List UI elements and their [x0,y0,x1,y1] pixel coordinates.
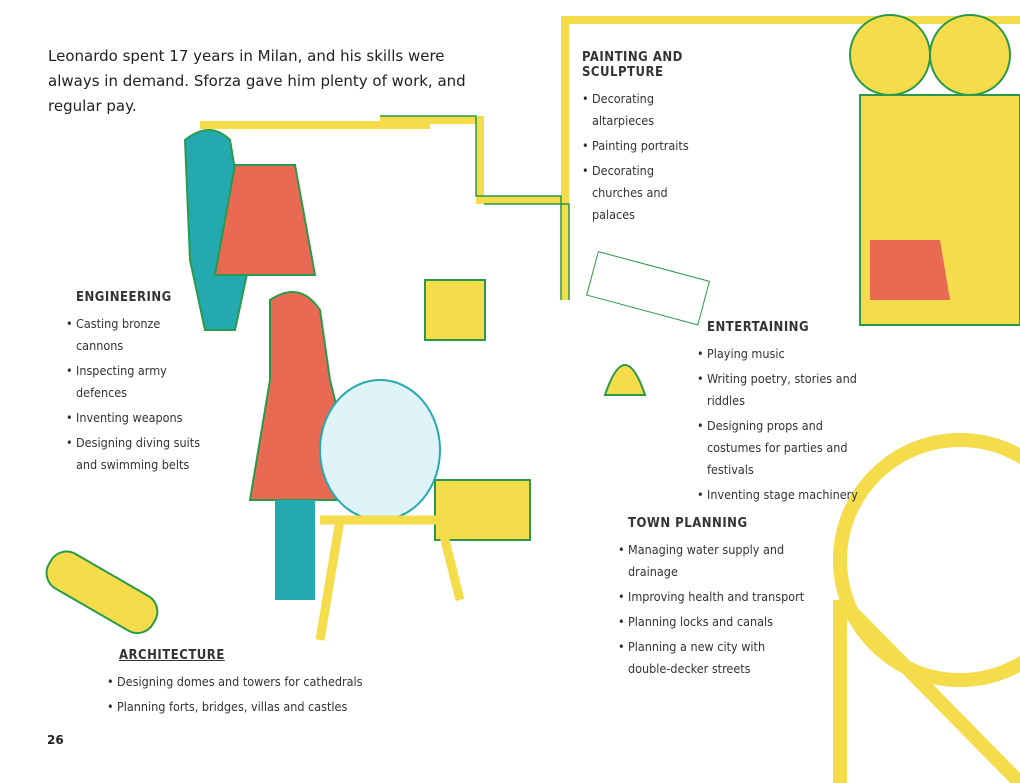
gear-icon [929,14,1011,96]
horse-statue [870,240,950,300]
cannon [45,550,159,635]
list-item: Managing water supply and drainage [618,539,808,583]
list-item: Designing props and costumes for parties… [697,415,872,481]
table [315,515,465,641]
list-item: Inventing stage machinery [697,484,872,506]
section-painting: PAINTING AND SCULPTURE Decorating altarp… [582,50,692,229]
section-architecture: ARCHITECTURE Designing domes and towers … [107,648,407,721]
list-item: Planning locks and canals [618,611,808,633]
costume [213,164,317,276]
pipes-outline [380,115,570,300]
list-item: Improving health and transport [618,586,808,608]
drawing-paper [586,251,711,326]
list-item: Inspecting army defences [66,360,206,404]
list-item: Writing poetry, stories and riddles [697,368,872,412]
gear-icon [849,14,931,96]
pipes [200,16,1020,300]
list-item: Designing diving suits and swimming belt… [66,432,206,476]
section-entertaining: ENTERTAINING Playing music Writing poetr… [697,320,872,509]
section-engineering: ENGINEERING Casting bronze cannons Inspe… [66,290,206,479]
section-title: ENGINEERING [76,290,172,305]
wheel [833,433,1020,687]
page-number: 26 [47,733,64,747]
cylinder [424,279,486,341]
list-item: Planning forts, bridges, villas and cast… [107,696,407,718]
list-item: Decorating altarpieces [582,88,692,132]
bell-icon [603,364,647,396]
section-title: ENTERTAINING [707,320,810,335]
section-title: TOWN PLANNING [628,516,748,531]
list-item: Inventing weapons [66,407,206,429]
list-item: Planning a new city with double-decker s… [618,636,808,680]
frame [833,595,1020,783]
list-item: Designing domes and towers for cathedral… [107,671,407,693]
cathedral-model [319,379,441,521]
list-item: Decorating churches and palaces [582,160,692,226]
intro-text: Leonardo spent 17 years in Milan, and hi… [48,47,466,115]
hopper [434,479,531,541]
section-title: ARCHITECTURE [119,648,225,663]
list-item: Casting bronze cannons [66,313,206,357]
leonardo-legs [275,500,315,600]
list-item: Playing music [697,343,872,365]
section-title: PAINTING AND SCULPTURE [582,50,683,80]
list-item: Painting portraits [582,135,692,157]
section-town-planning: TOWN PLANNING Managing water supply and … [618,516,808,683]
